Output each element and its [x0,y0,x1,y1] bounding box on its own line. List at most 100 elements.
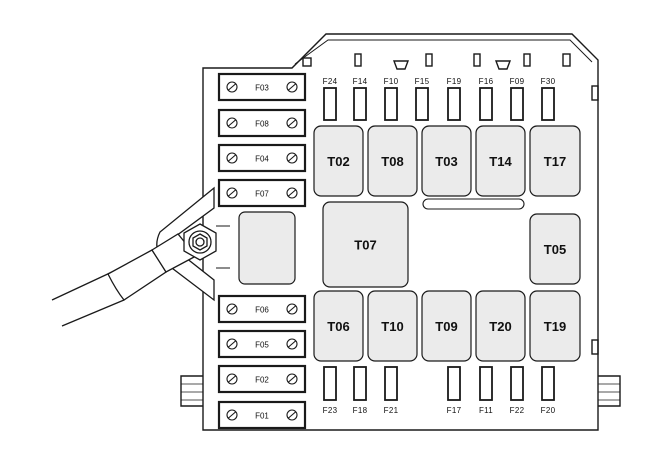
screw-slot [288,305,296,313]
maxi-fuse-body [217,329,307,359]
screw-head [286,303,298,315]
relay-t02[interactable]: T02 [313,125,364,197]
fuse-f17[interactable]: F17 [447,366,462,415]
maxi-fuse-f03[interactable]: F03 [217,72,307,102]
fuse-body [353,366,367,401]
relay-body [322,201,409,288]
fuse-f23[interactable]: F23 [323,366,338,415]
hex-nut-ring [188,230,212,254]
relay-t07[interactable]: T07 [322,201,409,288]
fuse-body [541,366,555,401]
relay-t05[interactable]: T05 [529,213,581,285]
relay-t19[interactable]: T19 [529,290,581,362]
screw-head [286,373,298,385]
maxi-fuse-f06[interactable]: F06 [217,294,307,324]
maxi-fuse-label: F06 [255,306,269,315]
fuse-body [479,87,493,121]
relay-body [475,125,526,197]
hex-nut-icon [183,223,217,261]
relay-body [313,290,364,362]
maxi-fuse-body [217,400,307,430]
relay-label: T17 [544,154,566,169]
maxi-fuse-label: F08 [255,120,269,129]
maxi-fuse-f08[interactable]: F08 [217,108,307,138]
cable-strand [51,271,113,301]
relay-label: T08 [381,154,403,169]
fuse-f15[interactable]: F15 [415,77,430,121]
fuse-f09[interactable]: F09 [510,77,525,121]
hex-nut-hole [195,237,205,247]
screw-slot-icon [286,152,298,164]
screw-slot [288,119,296,127]
fuse-f19[interactable]: F19 [447,77,462,121]
relay-t03[interactable]: T03 [421,125,472,197]
maxi-fuse-f07[interactable]: F07 [217,178,307,208]
maxi-fuse-label: F01 [255,412,269,421]
hex-nut-outer [183,223,217,261]
cable-strand [61,299,125,327]
screw-slot-icon [286,187,298,199]
side-clip [591,85,599,101]
fuse-f20[interactable]: F20 [541,366,556,415]
maxi-fuse-label: F03 [255,84,269,93]
relay-t08[interactable]: T08 [367,125,418,197]
screw-slot-icon [226,187,238,199]
fuse-f24[interactable]: F24 [323,77,338,121]
relay-t06[interactable]: T06 [313,290,364,362]
fuse-f16[interactable]: F16 [479,77,494,121]
screw-slot [228,305,236,313]
screw-slot-icon [286,373,298,385]
relay-t09[interactable]: T09 [421,290,472,362]
relay-body [421,125,472,197]
fuse-label: F17 [447,406,462,415]
fuse-label: F20 [541,406,556,415]
top-clip [523,53,531,67]
relay-label: T10 [381,319,403,334]
top-clip [473,53,481,67]
maxi-fuse-body [217,364,307,394]
fuse-label: F11 [479,406,493,415]
screw-slot-icon [286,117,298,129]
screw-slot [288,189,296,197]
fuse-f10[interactable]: F10 [384,77,399,121]
fuse-label: F19 [447,77,462,86]
maxi-fuse-f02[interactable]: F02 [217,364,307,394]
screw-slot-icon [226,303,238,315]
fuse-f14[interactable]: F14 [353,77,368,121]
maxi-fuse-f04[interactable]: F04 [217,143,307,173]
screw-slot [288,83,296,91]
relay-t10[interactable]: T10 [367,290,418,362]
fuse-label: F23 [323,406,338,415]
fuse-f30[interactable]: F30 [541,77,556,121]
screw-head [286,338,298,350]
fuse-body [447,87,461,121]
screw-head [226,117,238,129]
screw-slot-icon [286,338,298,350]
relay-body [529,213,581,285]
fuse-label: F22 [510,406,525,415]
relay-body [313,125,364,197]
maxi-fuse-f01[interactable]: F01 [217,400,307,430]
maxi-fuse-body [217,294,307,324]
screw-slot [228,375,236,383]
top-clip [425,53,433,67]
relay-t20[interactable]: T20 [475,290,526,362]
fuse-label: F09 [510,77,525,86]
relay-t17[interactable]: T17 [529,125,581,197]
screw-slot-icon [226,117,238,129]
relay-t14[interactable]: T14 [475,125,526,197]
fuse-f22[interactable]: F22 [510,366,525,415]
relay-body [367,290,418,362]
screw-head [286,81,298,93]
fuse-f11[interactable]: F11 [479,366,493,415]
fuse-f18[interactable]: F18 [353,366,368,415]
fuse-f21[interactable]: F21 [384,366,399,415]
relay-label: T05 [544,242,566,257]
maxi-fuse-f05[interactable]: F05 [217,329,307,359]
screw-slot [288,154,296,162]
screw-slot [288,375,296,383]
